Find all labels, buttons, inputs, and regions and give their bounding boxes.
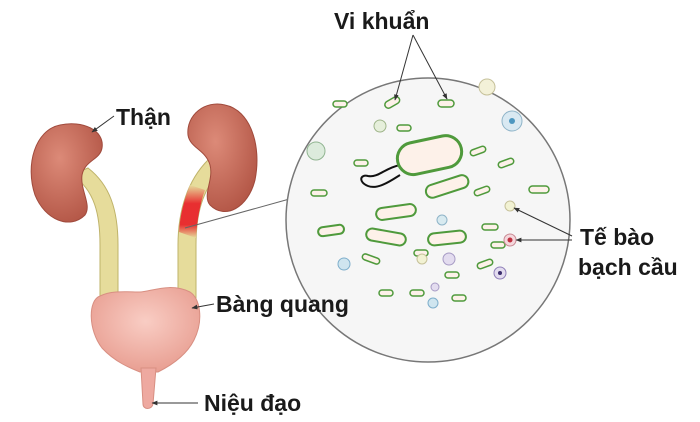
bacterium bbox=[378, 289, 394, 297]
zoom-line-bottom bbox=[185, 228, 297, 275]
urethra bbox=[140, 367, 157, 409]
bladder-label: Bàng quang bbox=[216, 291, 349, 317]
bacteria-cluster bbox=[310, 95, 550, 302]
cells bbox=[306, 78, 523, 309]
wbc-label-line1: Tế bào bbox=[580, 224, 655, 250]
cell bbox=[509, 118, 515, 124]
cell bbox=[373, 119, 387, 133]
bacterium bbox=[396, 124, 412, 132]
cell bbox=[504, 200, 516, 212]
cell bbox=[436, 214, 448, 226]
bacterium bbox=[473, 185, 491, 197]
bacterium bbox=[444, 271, 460, 279]
bladder-pointer bbox=[191, 303, 215, 310]
cell bbox=[416, 253, 428, 265]
bacterium bbox=[361, 253, 381, 265]
bacterium-large bbox=[395, 134, 464, 177]
kidney-label: Thận bbox=[116, 104, 171, 130]
wbc-label-line2: bạch cầu bbox=[578, 254, 678, 280]
bladder bbox=[90, 287, 201, 373]
cell bbox=[430, 282, 440, 292]
cell bbox=[478, 78, 496, 96]
bacteria-pointer-2 bbox=[412, 34, 448, 100]
bacterium bbox=[476, 258, 494, 270]
white-blood-cell-nucleus bbox=[507, 237, 513, 243]
bacterium bbox=[451, 294, 467, 302]
urinary-system bbox=[30, 103, 258, 409]
right-kidney bbox=[187, 103, 258, 212]
left-kidney bbox=[30, 123, 103, 223]
magnified-view bbox=[184, 77, 571, 363]
bacterium bbox=[310, 189, 328, 197]
flagellum bbox=[360, 164, 401, 188]
cell bbox=[306, 141, 326, 161]
bacteria-pointer-1 bbox=[394, 34, 414, 101]
bacterium bbox=[469, 145, 487, 157]
bacteria-label: Vi khuẩn bbox=[334, 8, 430, 34]
bacterium bbox=[427, 229, 467, 247]
ureter-inflammation bbox=[179, 185, 205, 238]
bacterium bbox=[353, 159, 369, 167]
bacterium bbox=[528, 185, 550, 194]
pointers bbox=[91, 34, 573, 406]
cell bbox=[442, 252, 456, 266]
bacterium bbox=[317, 223, 345, 238]
cell bbox=[498, 271, 502, 275]
bacterium bbox=[437, 99, 455, 108]
bacterium bbox=[375, 203, 417, 221]
zoom-line-top bbox=[184, 197, 294, 229]
urethra-label: Niệu đạo bbox=[204, 390, 302, 416]
cell bbox=[337, 257, 351, 271]
kidney-pointer bbox=[91, 115, 115, 133]
cell bbox=[427, 297, 439, 309]
magnifier-circle bbox=[285, 77, 571, 363]
bacterium bbox=[409, 289, 425, 297]
bacterium bbox=[481, 223, 499, 231]
bacterium bbox=[497, 157, 515, 169]
bacterium bbox=[332, 100, 348, 108]
wbc-pointer-1 bbox=[513, 207, 573, 237]
bacterium bbox=[365, 227, 407, 247]
bacterium bbox=[490, 241, 506, 249]
bacterium bbox=[424, 174, 470, 199]
